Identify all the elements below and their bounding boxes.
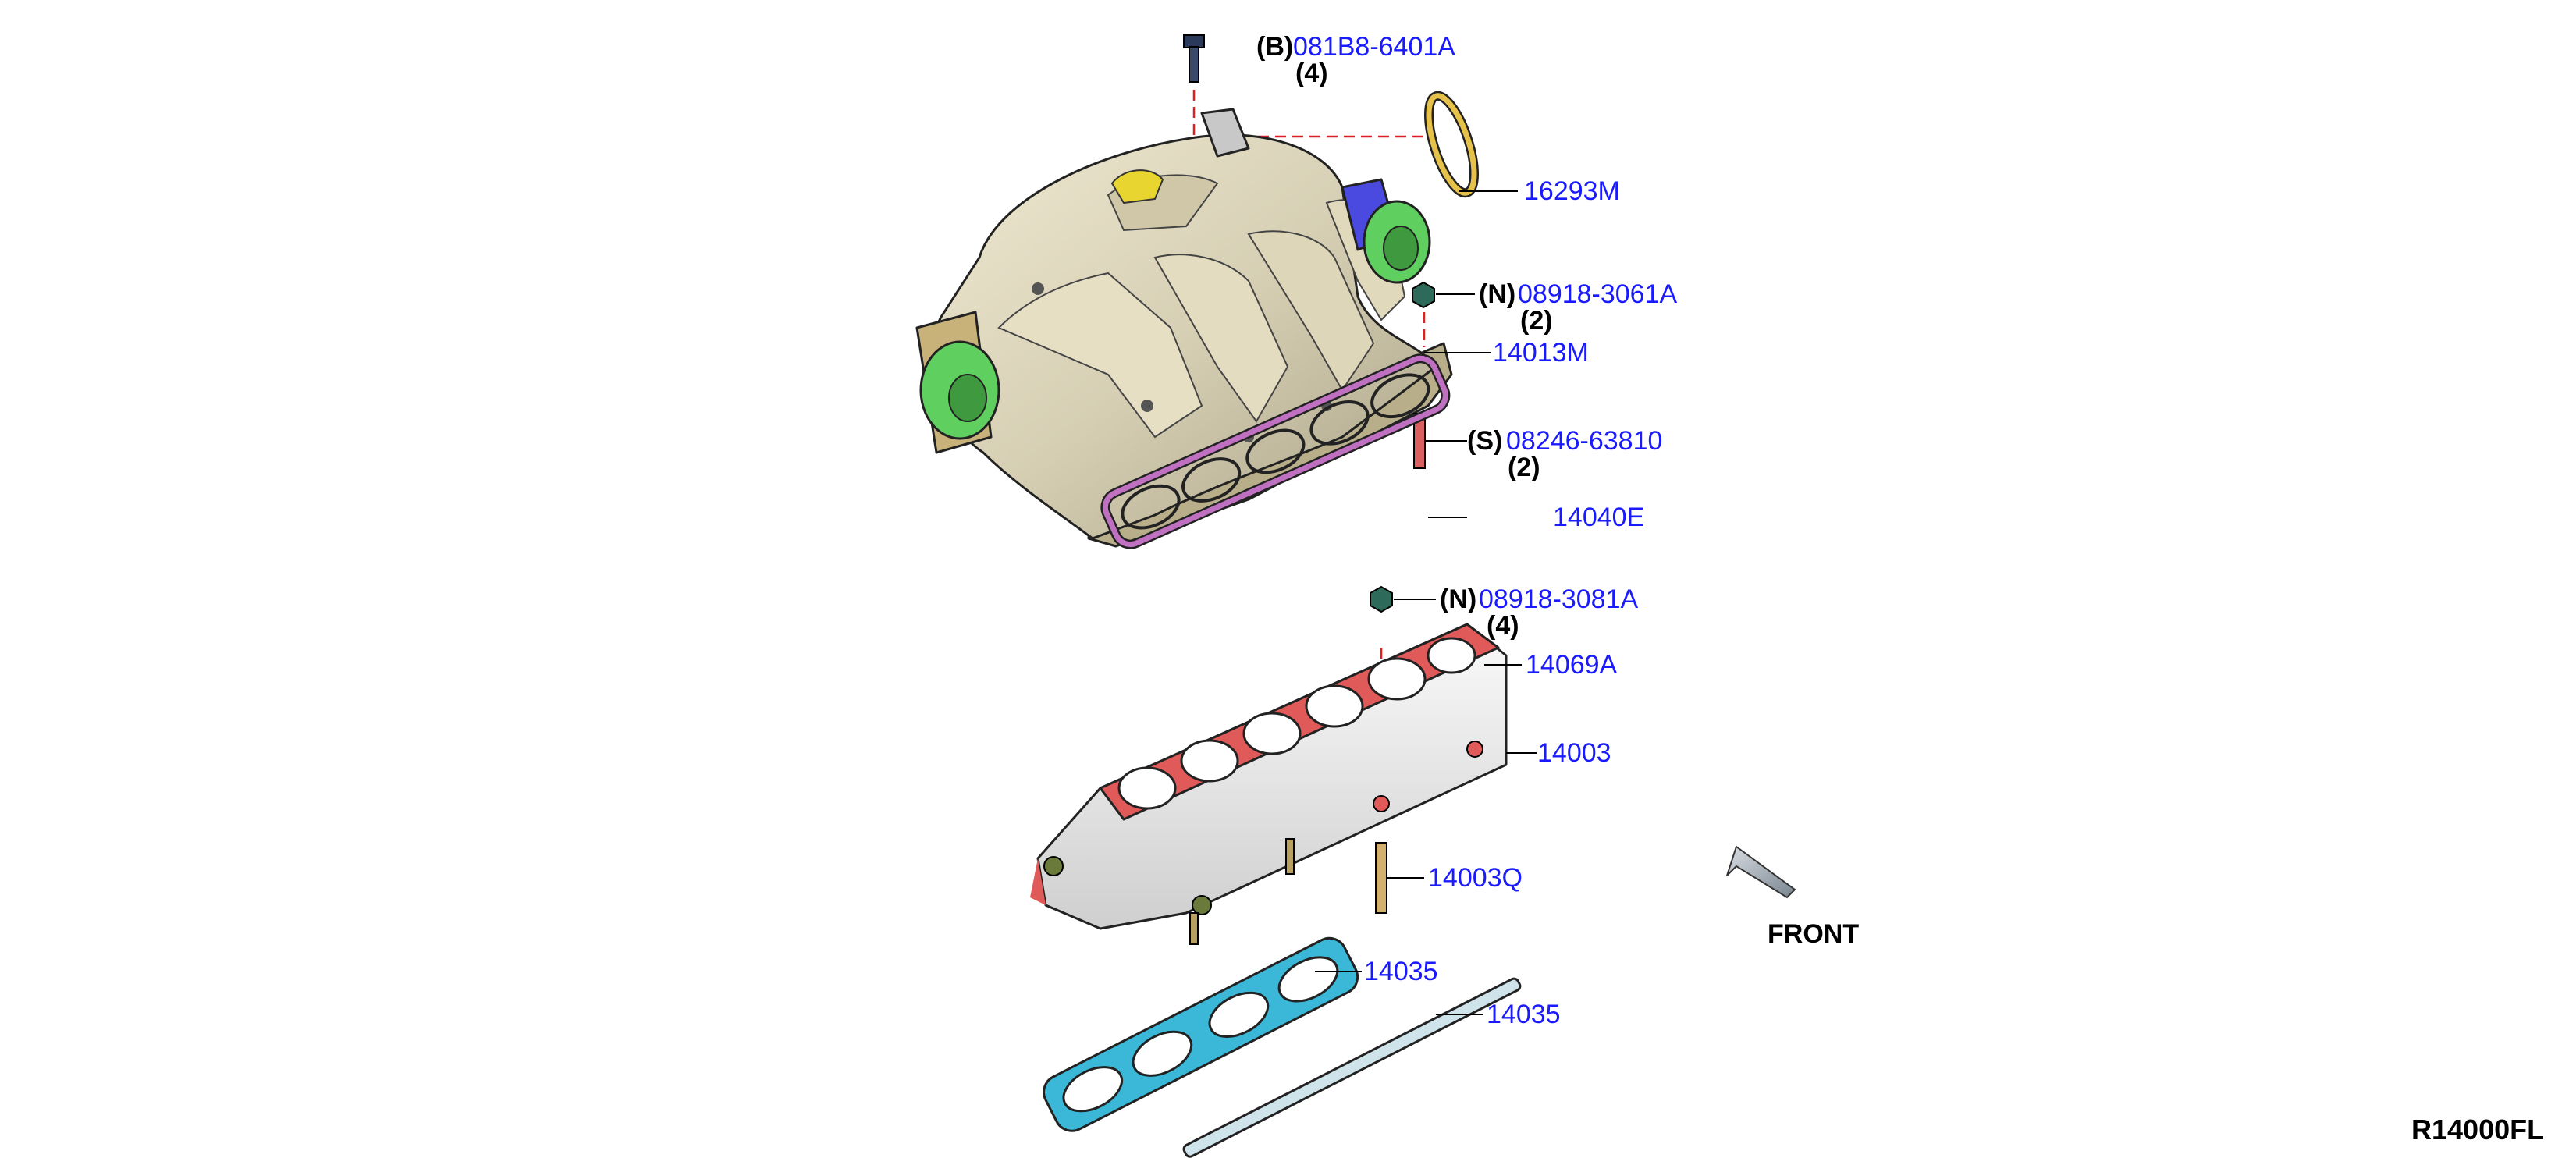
part-number-14013m: 14013M bbox=[1493, 338, 1589, 368]
stud-14003q[interactable] bbox=[1375, 842, 1387, 914]
part-number-14035-a: 14035 bbox=[1364, 957, 1438, 986]
manifold-gasket-b[interactable] bbox=[1182, 977, 1522, 1158]
part-number-14003: 14003 bbox=[1537, 738, 1611, 768]
part-number-14035-b: 14035 bbox=[1487, 1000, 1561, 1029]
intake-collector[interactable] bbox=[915, 108, 1453, 548]
quantity: (4) bbox=[1295, 59, 1328, 88]
quantity: (4) bbox=[1487, 611, 1519, 641]
part-number-14040e: 14040E bbox=[1553, 503, 1644, 532]
callout-nut-n1: (N) 08918-3061A (2) bbox=[1479, 279, 1678, 336]
part-number-14003q: 14003Q bbox=[1428, 863, 1523, 893]
manifold-gasket-a[interactable] bbox=[1038, 932, 1363, 1137]
callout-code: (N) bbox=[1479, 279, 1515, 309]
front-label: FRONT bbox=[1768, 919, 1859, 949]
seal-ring[interactable] bbox=[1419, 91, 1483, 198]
callout-code: (B) bbox=[1256, 32, 1293, 62]
plenum-gasket[interactable] bbox=[1100, 353, 1451, 549]
part-number: 08918-3081A bbox=[1479, 584, 1639, 614]
leader-lines bbox=[1315, 190, 1537, 1015]
quantity: (2) bbox=[1520, 306, 1553, 336]
diagram-reference: R14000FL bbox=[2411, 1114, 2544, 1146]
callout-nut-n2: (N) 08918-3081A (4) bbox=[1440, 584, 1639, 641]
part-number: 08918-3061A bbox=[1518, 279, 1678, 309]
intake-manifold[interactable] bbox=[1030, 623, 1508, 945]
nut-n1[interactable] bbox=[1412, 281, 1435, 309]
part-number: 081B8-6401A bbox=[1293, 32, 1455, 62]
callout-bolt-b: (B) 081B8-6401A (4) bbox=[1256, 32, 1455, 88]
part-number: 08246-63810 bbox=[1506, 426, 1662, 456]
callout-code: (N) bbox=[1440, 584, 1476, 614]
quantity: (2) bbox=[1508, 453, 1540, 482]
callout-code: (S) bbox=[1467, 426, 1502, 456]
bolt-b[interactable] bbox=[1183, 34, 1205, 83]
front-arrow-icon bbox=[1726, 845, 1796, 899]
nut-n2[interactable] bbox=[1370, 585, 1393, 613]
part-number-16293m: 16293M bbox=[1524, 176, 1620, 206]
part-number-14069a: 14069A bbox=[1526, 650, 1618, 680]
callout-stud-s: (S) 08246-63810 (2) bbox=[1467, 426, 1662, 482]
